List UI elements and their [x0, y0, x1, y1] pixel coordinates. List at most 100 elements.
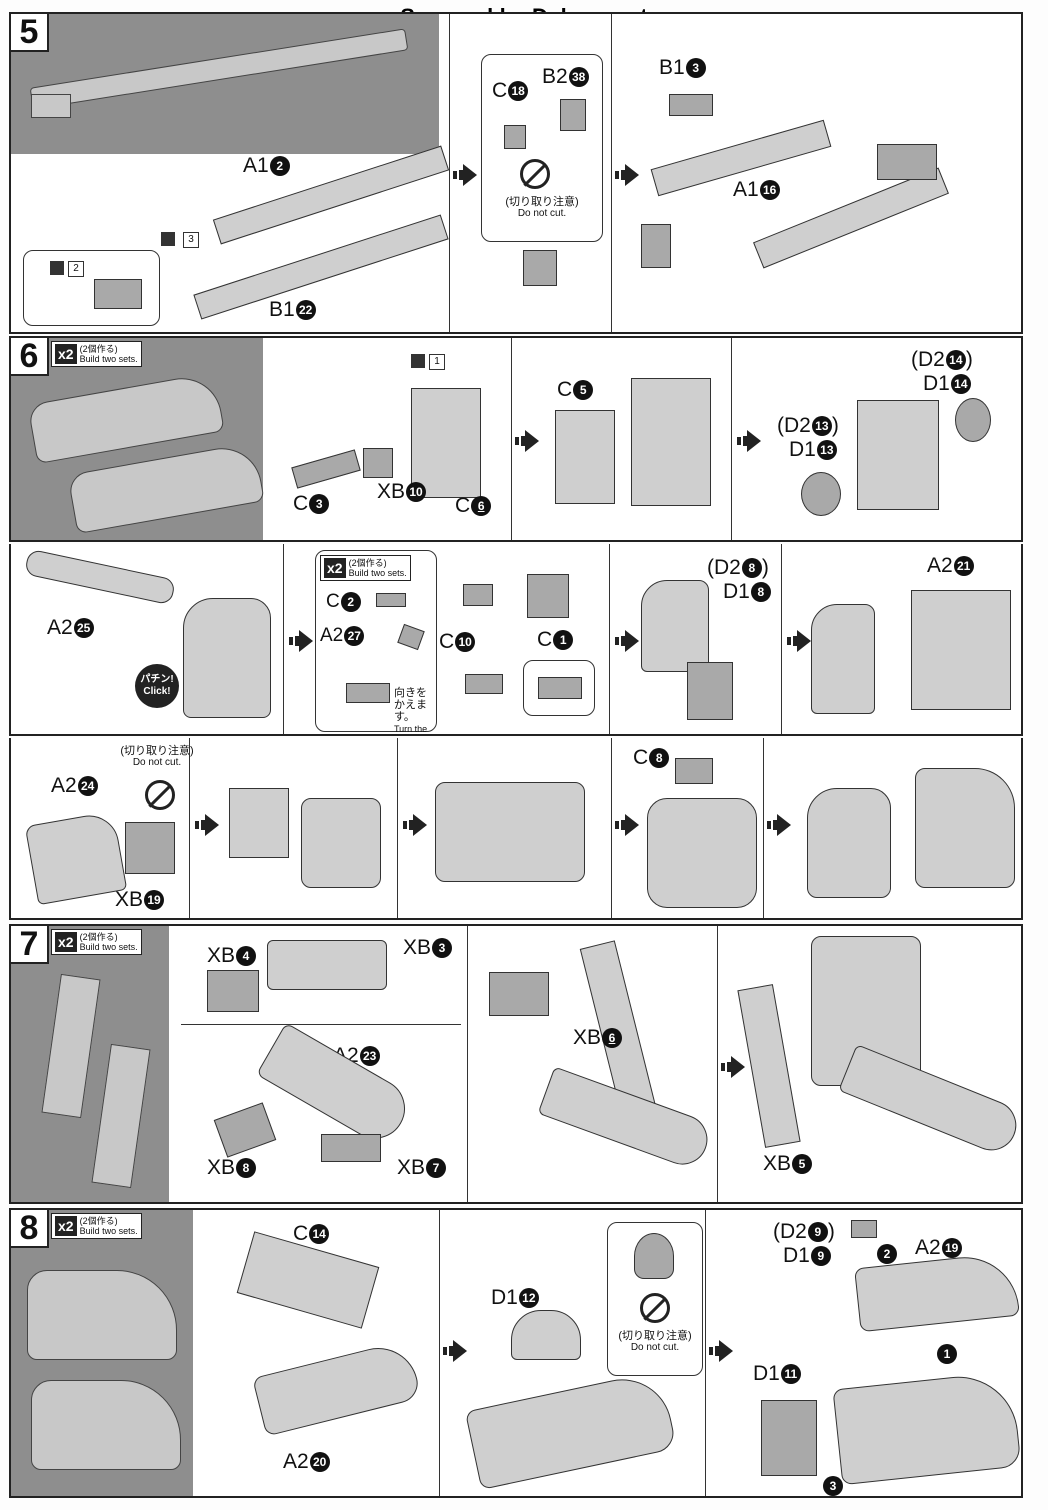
flow-arrow: [615, 814, 639, 836]
divider: [439, 1210, 440, 1496]
detail-part: [94, 279, 142, 309]
click-badge: パチン!Click!: [135, 664, 179, 708]
part-a2-25-wing: [23, 548, 177, 606]
build-two-badge: x2 (2個作る)Build two sets.: [51, 929, 142, 955]
no-cut-note: (切り取り注意)Do not cut.: [120, 745, 194, 769]
part-a2-27: [397, 623, 425, 651]
preview-leg-1: [41, 973, 101, 1119]
part-foot-final: [832, 1370, 1021, 1486]
flow-arrow: [195, 814, 219, 836]
part-d1-9: [851, 1220, 877, 1238]
divider: [181, 1024, 461, 1025]
part-shell: [641, 580, 709, 672]
part-c8: [675, 758, 713, 784]
part-grip: [641, 224, 671, 268]
step-6-number: 6: [11, 338, 49, 376]
divider: [781, 544, 782, 734]
divider: [189, 738, 190, 918]
divider: [763, 738, 764, 918]
build-two-badge-small: x2 (2個作る)Build two sets.: [320, 555, 411, 581]
preview-leg-2: [91, 1043, 151, 1189]
divider: [717, 926, 718, 1202]
box-1: 1: [429, 354, 445, 370]
detail-part: [634, 1233, 674, 1279]
order-step-3: 3: [823, 1476, 843, 1496]
no-cut-note: (切り取り注意)Do not cut.: [505, 196, 579, 220]
divider: [283, 544, 284, 734]
part-d1-14: [955, 398, 991, 442]
divider: [449, 14, 450, 332]
step-6-preview: [11, 338, 265, 540]
step-5-number: 5: [11, 14, 49, 52]
part-xb3: [267, 940, 387, 990]
detail-callout-gate: 2: [23, 250, 160, 326]
part-top-piece: [877, 144, 937, 180]
part-b1-3: [669, 94, 713, 116]
part-body-assembled: [857, 400, 939, 510]
part-a2-24: [24, 810, 128, 906]
part-a2-23: [256, 1022, 416, 1150]
flow-arrow: [453, 164, 477, 186]
preview-wing-1: [27, 371, 225, 465]
flow-arrow: [615, 164, 639, 186]
part-body: [183, 598, 271, 718]
no-cut-note: (切り取り注意)Do not cut.: [618, 1330, 692, 1354]
gate-cut-icon: [411, 354, 425, 368]
flow-arrow: [767, 814, 791, 836]
part-assembled-rifle: [753, 167, 949, 269]
flow-arrow: [615, 630, 639, 652]
preview-foot-1: [27, 1270, 177, 1360]
step-5-preview: [11, 14, 439, 154]
divider: [467, 926, 468, 1202]
step-7-preview: [11, 926, 169, 1202]
divider: [511, 338, 512, 540]
part-final-leg-blade: [838, 1044, 1021, 1158]
part-c6: [411, 388, 481, 498]
part-d1-11: [761, 1400, 817, 1476]
box-3: 3: [183, 232, 199, 248]
preview-foot-2: [31, 1380, 181, 1470]
part-xb10: [363, 448, 393, 478]
part-xb7: [321, 1134, 381, 1162]
part-c14: [236, 1231, 380, 1329]
part-inner-2: [301, 798, 381, 888]
part-d1-13: [801, 472, 841, 516]
part-joint: [489, 972, 549, 1016]
part-rotated: [523, 250, 557, 286]
order-step-2: 2: [877, 1244, 897, 1264]
detail-callout-d1-12: (切り取り注意)Do not cut.: [607, 1222, 703, 1376]
part-inner-1: [229, 788, 289, 858]
build-two-badge: x2 (2個作る)Build two sets.: [51, 341, 142, 367]
